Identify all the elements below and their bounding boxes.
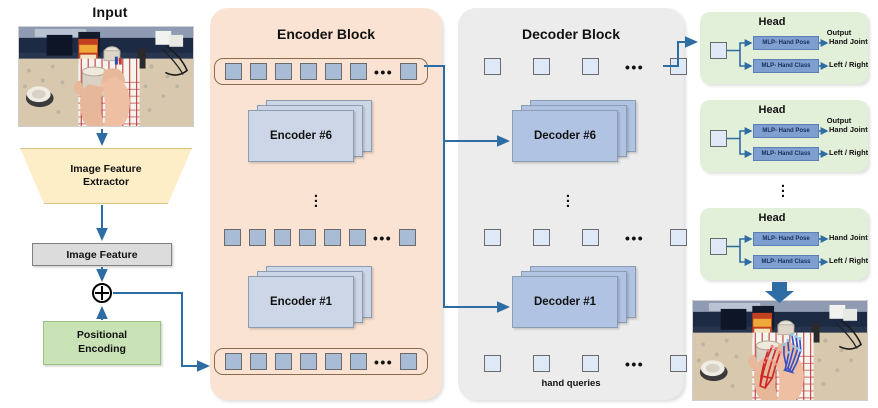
output-left-right-label: Left / Right (829, 256, 869, 265)
encoder-top-token-row: ••• (214, 58, 429, 85)
encoder-token (225, 353, 242, 370)
decoder-vertical-ellipsis: ... (565, 184, 571, 211)
head-input-token (710, 130, 727, 147)
head-output-label: Output (826, 116, 852, 125)
encoder-block-title: Encoder Block (276, 26, 376, 42)
decoder-token-last (670, 58, 688, 75)
encoder-token (274, 229, 291, 246)
encoder-vertical-ellipsis: ... (313, 184, 319, 211)
decoder-token (582, 229, 599, 246)
encoder-card-front: Encoder #1 (248, 276, 354, 328)
decoder-token (484, 58, 501, 75)
encoder-token (349, 229, 366, 246)
decoder-token (533, 355, 550, 372)
decoder-token (484, 355, 501, 372)
hand-queries-label: hand queries (541, 378, 601, 389)
head-block-2: Head Output MLP- Hand Pose MLP- Hand Cla… (700, 100, 868, 172)
head-internal-wires (727, 235, 829, 266)
decoder-mid-token-row: ••• (468, 229, 703, 246)
decoder-stack-bottom: Decoder #1 (512, 266, 636, 328)
decoder-token (533, 229, 550, 246)
encoder-token-last (400, 353, 418, 370)
input-title: Input (92, 4, 128, 20)
decoder-token-ellipsis: ••• (625, 229, 645, 246)
head-input-token (710, 238, 727, 255)
extractor-line-2: Extractor (82, 176, 130, 188)
decoder-card-front: Decoder #6 (512, 110, 618, 162)
mlp-hand-pose-box: MLP- Hand Pose (753, 36, 819, 50)
encoder-token-ellipsis: ••• (373, 229, 393, 246)
head-output-label: Output (826, 28, 852, 37)
output-hand-joint-label: Hand Joint (829, 125, 868, 134)
encoder-mid-token-row: ••• (220, 229, 420, 246)
positional-encoding-box: Positional Encoding (43, 321, 161, 365)
encoder-card-front: Encoder #6 (248, 110, 354, 162)
encoder-stack-bottom: Encoder #1 (248, 266, 372, 328)
encoder-token (224, 229, 241, 246)
encoder-token (250, 353, 267, 370)
decoder-block-title: Decoder Block (521, 26, 621, 42)
head-title: Head (758, 104, 786, 116)
decoder-top-token-row: ••• (468, 58, 703, 75)
head-block-1: Head Output MLP- Hand Pose MLP- Hand Cla… (700, 12, 868, 84)
output-image (692, 300, 868, 401)
decoder-token-ellipsis: ••• (625, 58, 645, 75)
mlp-hand-class-box: MLP- Hand Class (753, 255, 819, 269)
positional-line-1: Positional (76, 329, 128, 342)
mlp-hand-class-box: MLP- Hand Class (753, 59, 819, 73)
encoder-token (249, 229, 266, 246)
decoder-bottom-token-row: ••• (468, 355, 703, 372)
encoder-token (250, 63, 267, 80)
positional-line-2: Encoding (78, 343, 126, 355)
head-title: Head (758, 16, 786, 28)
encoder-token (300, 353, 317, 370)
encoder-token (350, 353, 367, 370)
decoder-card-front: Decoder #1 (512, 276, 618, 328)
output-left-right-label: Left / Right (829, 60, 869, 69)
head-input-token (710, 42, 727, 59)
encoder-token (300, 63, 317, 80)
image-feature-extractor-label: Image Feature Extractor (70, 163, 141, 189)
decoder-token-ellipsis: ••• (625, 355, 645, 372)
output-hand-joint-label: Hand Joint (829, 37, 868, 46)
encoder-token-last (399, 229, 417, 246)
image-feature-box: Image Feature (32, 243, 172, 266)
encoder-token (275, 353, 292, 370)
decoder-token (533, 58, 550, 75)
decoder-token (582, 58, 599, 75)
encoder-token (325, 63, 342, 80)
head-title: Head (758, 212, 786, 224)
encoder-token-ellipsis: ••• (374, 63, 394, 80)
output-hand-joint-label: Hand Joint (829, 233, 868, 242)
mlp-hand-pose-box: MLP- Hand Pose (753, 124, 819, 138)
encoder-bottom-token-row: ••• (214, 348, 429, 375)
encoder-token (325, 353, 342, 370)
encoder-token (275, 63, 292, 80)
encoder-token-last (400, 63, 418, 80)
head-block-3: Head MLP- Hand Pose MLP- Hand Class Hand… (700, 208, 868, 280)
heads-vertical-ellipsis: ... (780, 174, 786, 201)
decoder-token (484, 229, 501, 246)
mlp-hand-pose-box: MLP- Hand Pose (753, 232, 819, 246)
sum-operator-icon (92, 283, 112, 303)
encoder-token-ellipsis: ••• (374, 353, 394, 370)
encoder-token (324, 229, 341, 246)
head-internal-wires (727, 39, 829, 70)
encoder-stack-top: Encoder #6 (248, 100, 372, 162)
decoder-stack-top: Decoder #6 (512, 100, 636, 162)
positional-encoding-label: Positional Encoding (77, 329, 127, 356)
head-internal-wires (727, 127, 829, 158)
encoder-token (350, 63, 367, 80)
decoder-token-last (670, 229, 688, 246)
output-left-right-label: Left / Right (829, 148, 869, 157)
decoder-token (582, 355, 599, 372)
decoder-token-last (670, 355, 688, 372)
image-feature-extractor: Image Feature Extractor (20, 148, 192, 204)
encoder-token (299, 229, 316, 246)
mlp-hand-class-box: MLP- Hand Class (753, 147, 819, 161)
input-image (18, 26, 194, 127)
encoder-token (225, 63, 242, 80)
extractor-line-1: Image Feature (70, 162, 142, 175)
